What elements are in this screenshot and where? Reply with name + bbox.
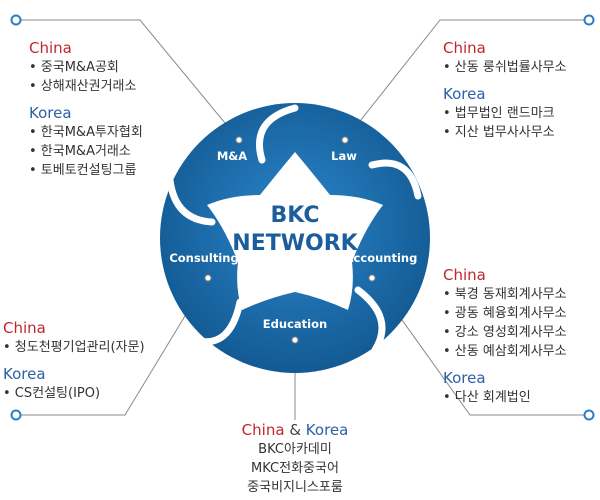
ma-china-item: • 상해재산권거래소 (29, 79, 137, 94)
segment-label-consulting: Consulting (169, 251, 238, 265)
education-ampersand: & (289, 421, 302, 439)
law-korea-item: • 지산 법무사사무소 (443, 125, 555, 140)
segment-label-accounting: Accounting (345, 251, 418, 265)
segment-separators (166, 104, 422, 354)
accounting-korea-heading: Korea (443, 369, 486, 387)
dot-accounting (368, 274, 376, 282)
dot-law (341, 136, 349, 144)
center-title-line2: NETWORK (232, 231, 358, 256)
dot-ma (235, 136, 243, 144)
endpoint-bottom-left (10, 409, 22, 421)
accounting-china-item: • 강소 영성회계사무소 (443, 325, 567, 340)
ma-korea-item: • 토베토컨설팅그룹 (29, 163, 137, 178)
consulting-china-item: • 청도천평기업관리(자문) (3, 340, 145, 355)
endpoint-top-left (10, 14, 22, 26)
segment-label-law: Law (331, 149, 357, 163)
connector-ma (16, 19, 240, 141)
education-china-heading: China (241, 421, 285, 439)
connector-law (344, 19, 589, 141)
endpoint-top-right (583, 14, 595, 26)
connector-endpoints (10, 14, 595, 421)
connector-accounting (371, 277, 589, 416)
education-item: 중국비지니스포룸 (247, 480, 343, 495)
ma-china-item: • 중국M&A공회 (29, 60, 119, 75)
connector-consulting (16, 277, 209, 416)
ma-korea-heading: Korea (29, 104, 72, 122)
ma-korea-item: • 한국M&A거래소 (29, 144, 131, 159)
accounting-partners: China • 북경 동재회계사무소 • 광동 혜융회계사무소 • 강소 영성회… (443, 265, 567, 407)
dot-education (291, 336, 299, 344)
consulting-china-heading: China (3, 319, 46, 337)
law-partners: China • 산동 룽쉬법률사무소 Korea • 법무법인 랜드마크 • 지… (443, 38, 567, 142)
education-heading: China & Korea (195, 420, 395, 440)
consulting-partners: China • 청도천평기업관리(자문) Korea • CS컨설팅(IPO) (3, 318, 145, 403)
accounting-china-item: • 산동 예삼회계사무소 (443, 344, 567, 359)
segment-label-ma: M&A (217, 149, 247, 163)
consulting-korea-item: • CS컨설팅(IPO) (3, 386, 101, 401)
ma-korea-item: • 한국M&A투자협회 (29, 125, 143, 140)
endpoint-bottom-right (583, 409, 595, 421)
accounting-china-item: • 북경 동재회계사무소 (443, 287, 567, 302)
center-star (207, 152, 383, 310)
law-korea-heading: Korea (443, 85, 486, 103)
education-korea-heading: Korea (305, 421, 349, 439)
education-partners: China & Korea BKC아카데미 MKC전화중국어 중국비지니스포룸 (195, 420, 395, 497)
education-item: BKC아카데미 (258, 442, 332, 457)
law-korea-item: • 법무법인 랜드마크 (443, 106, 555, 121)
accounting-china-heading: China (443, 266, 486, 284)
law-china-heading: China (443, 39, 486, 57)
center-title-line1: BKC (271, 203, 320, 228)
education-item: MKC전화중국어 (251, 461, 339, 476)
ma-china-heading: China (29, 39, 72, 57)
law-china-item: • 산동 룽쉬법률사무소 (443, 60, 567, 75)
accounting-china-item: • 광동 혜융회계사무소 (443, 306, 567, 321)
consulting-korea-heading: Korea (3, 365, 46, 383)
connector-lines (16, 19, 589, 420)
dot-consulting (204, 274, 212, 282)
ma-partners: China • 중국M&A공회 • 상해재산권거래소 Korea • 한국M&A… (29, 38, 143, 180)
segment-label-education: Education (263, 317, 327, 331)
accounting-korea-item: • 다산 회계법인 (443, 390, 531, 405)
